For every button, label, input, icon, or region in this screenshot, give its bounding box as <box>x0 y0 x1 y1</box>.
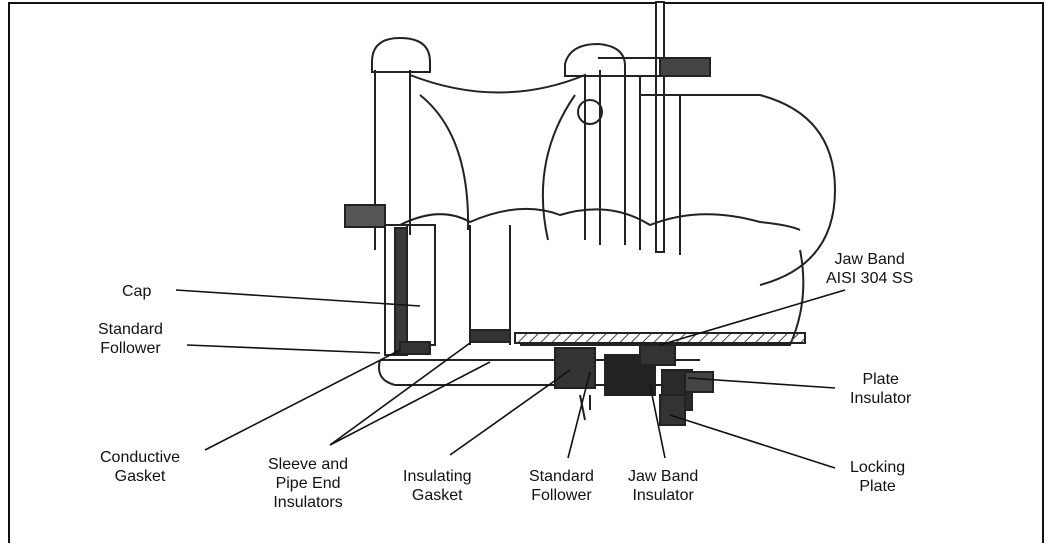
leader-jaw-band-insulator <box>649 384 666 459</box>
top-right-bolt <box>659 57 711 77</box>
coupling-body <box>344 1 837 426</box>
leader-standard-follower-left <box>186 344 381 354</box>
diagram-frame <box>8 2 1044 543</box>
label-sleeve-pipe-end-insulators: Sleeve and Pipe End Insulators <box>268 456 349 511</box>
label-insulating-gasket: Insulating Gasket <box>403 468 472 504</box>
leader-locking-plate <box>669 414 836 469</box>
label-plate-insulator: Plate Insulator <box>850 371 912 407</box>
top-mid-bolt-head <box>564 42 626 77</box>
leader-conductive-gasket <box>204 349 401 451</box>
leader-sleeve-2 <box>329 361 491 446</box>
label-jaw-band-insulator: Jaw Band Insulator <box>628 468 699 504</box>
leader-sleeve-1 <box>329 342 471 446</box>
label-jaw-band: Jaw Band AISI 304 SS <box>826 251 914 287</box>
label-cap: Cap <box>122 283 152 300</box>
leader-plate-insulator <box>687 377 836 389</box>
leader-lines <box>175 289 846 469</box>
label-locking-plate: Locking Plate <box>850 459 906 495</box>
label-conductive-gasket: Conductive Gasket <box>100 449 181 485</box>
leader-jaw-band <box>659 289 846 346</box>
leader-cap <box>175 289 421 307</box>
leader-standard-follower-bottom <box>567 371 591 459</box>
leader-insulating-gasket <box>449 369 571 456</box>
label-standard-follower-bottom: Standard Follower <box>529 468 594 504</box>
label-standard-follower-left: Standard Follower <box>98 321 163 357</box>
top-left-bolt-head <box>371 36 431 73</box>
